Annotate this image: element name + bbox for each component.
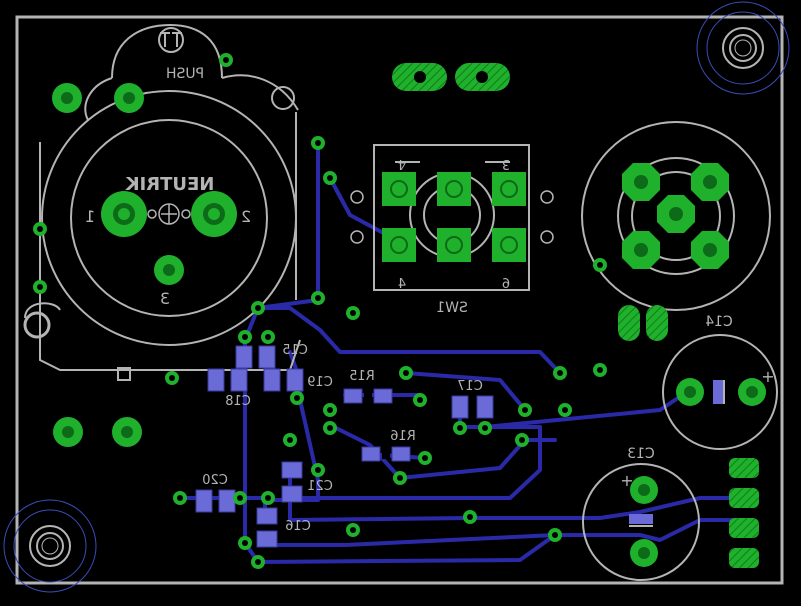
c14-plus: + (761, 367, 774, 386)
r16-label: R16 (390, 429, 416, 444)
sw1-pin6-label: 6 (502, 277, 510, 292)
vias (33, 53, 607, 569)
mount-hole-top-right (696, 1, 790, 95)
c16-label: C16 (285, 519, 311, 534)
xlr-pin-2 (191, 191, 237, 237)
xlr-pin3-label: 3 (160, 289, 170, 308)
board-outline (15, 15, 784, 585)
mount-pad (52, 83, 144, 447)
xlr-connector-outline (24, 23, 301, 381)
c18-label: C18 (225, 394, 251, 409)
c19-label: C19 (307, 375, 333, 390)
r15-label: R15 (349, 369, 375, 384)
c13-plus: + (620, 471, 633, 490)
push-label: PUSH (166, 66, 204, 82)
sw1-label: SW1 (436, 300, 468, 316)
sw1-pads (382, 172, 526, 262)
xlr-pin2-label: 2 (241, 207, 251, 226)
pin-header (729, 458, 759, 568)
xlr-pin-3 (154, 255, 184, 285)
sw1-pin4-bottom-label: 4 (398, 277, 406, 292)
smd-pads (195, 345, 494, 548)
mount-hole-bottom-left (3, 499, 97, 593)
c20-label: C20 (202, 473, 228, 488)
round-connector-outline (581, 121, 771, 311)
xlr-ground-symbol (158, 203, 180, 225)
fuse-symbol (158, 27, 184, 53)
c17-label: C17 (457, 379, 483, 394)
c21-label: C21 (307, 479, 333, 494)
neutrik-label: NEUTRIK (125, 174, 215, 195)
xlr-pin1-label: 1 (85, 207, 95, 226)
c13-label: C13 (627, 446, 655, 462)
xlr-pin-1 (101, 191, 147, 237)
oval-pads-small (618, 305, 668, 341)
oval-pads-top (392, 63, 510, 91)
sw1-mount-holes (350, 190, 554, 244)
c14-label: C14 (705, 314, 733, 330)
sw1-pin4-label: 4 (398, 156, 406, 171)
c15-label: C15 (282, 343, 308, 358)
sw1-pin3-label: 3 (502, 156, 510, 171)
